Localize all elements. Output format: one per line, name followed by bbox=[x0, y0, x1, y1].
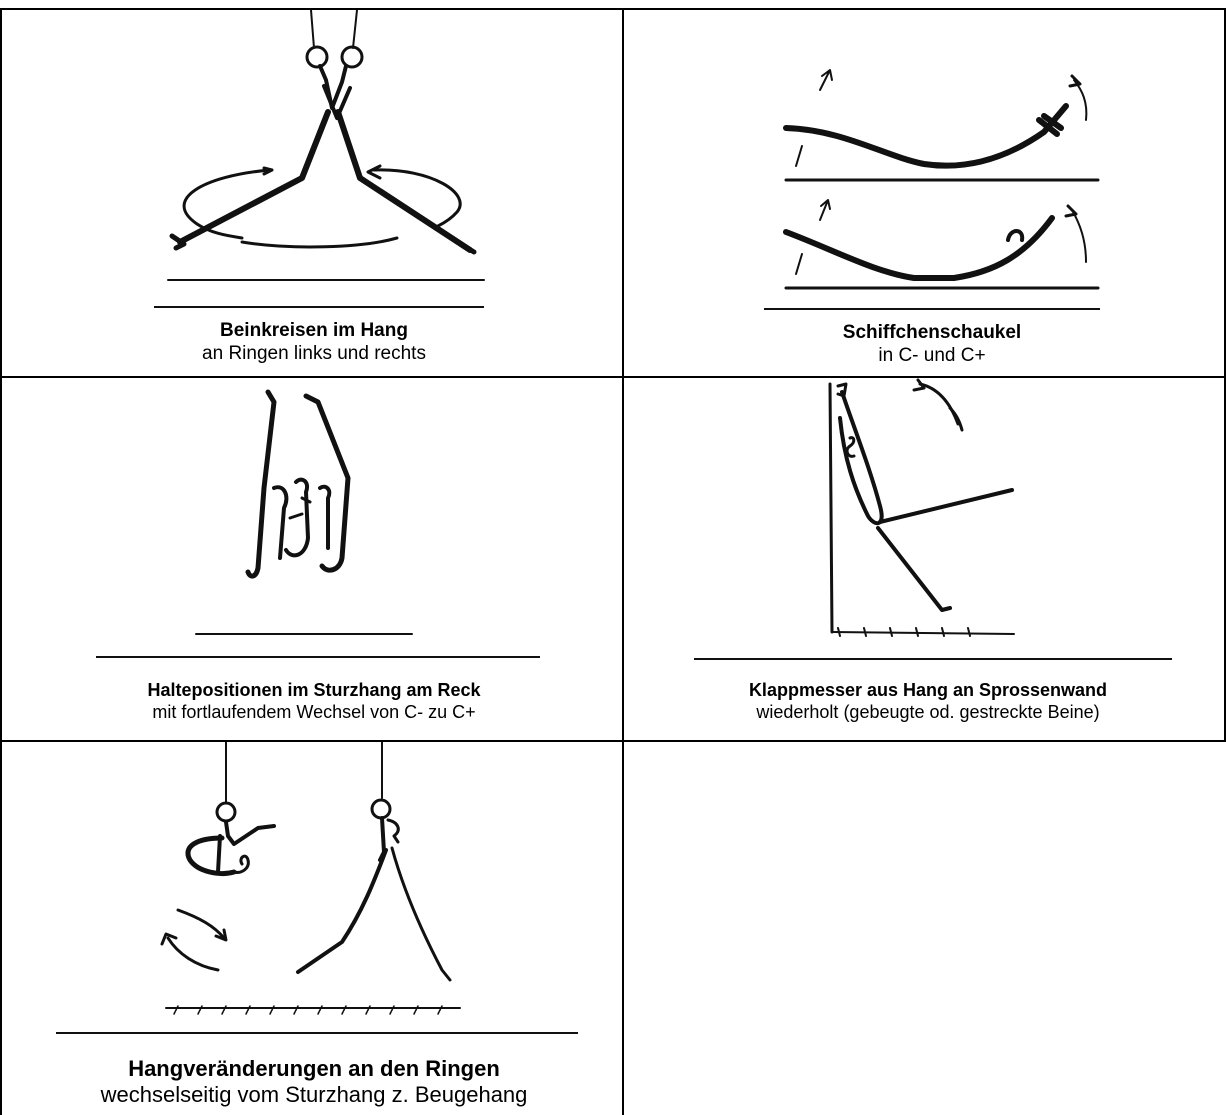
exercise-cell-jackknife: Klappmesser aus Hang an Sprossenwand wie… bbox=[622, 376, 1226, 742]
exercise-cell-leg-circles: Beinkreisen im Hang an Ringen links und … bbox=[0, 8, 624, 378]
exercise-title: Schiffchenschaukel bbox=[732, 322, 1132, 345]
caption-rule bbox=[56, 1032, 578, 1034]
exercise-subtitle: mit fortlaufendem Wechsel von C- zu C+ bbox=[64, 702, 564, 724]
exercise-title: Klappmesser aus Hang an Sprossenwand bbox=[678, 680, 1178, 702]
jackknife-wallbar-sketch bbox=[624, 378, 1224, 648]
exercise-caption: Haltepositionen im Sturzhang am Reck mit… bbox=[64, 680, 564, 723]
caption-rule bbox=[764, 308, 1100, 310]
exercise-caption: Hangveränderungen an den Ringen wechsels… bbox=[42, 1056, 586, 1109]
inverted-hang-sketch bbox=[2, 378, 622, 648]
exercise-caption: Klappmesser aus Hang an Sprossenwand wie… bbox=[678, 680, 1178, 723]
exercise-cell-ring-hang-change: Hangveränderungen an den Ringen wechsels… bbox=[0, 740, 624, 1115]
exercise-title: Hangveränderungen an den Ringen bbox=[42, 1056, 586, 1082]
exercise-subtitle: wiederholt (gebeugte od. gestreckte Bein… bbox=[678, 702, 1178, 724]
exercise-subtitle: an Ringen links und rechts bbox=[114, 343, 514, 366]
caption-rule bbox=[96, 656, 540, 658]
boat-rock-sketch bbox=[624, 10, 1224, 310]
caption-rule bbox=[694, 658, 1172, 660]
exercise-subtitle: wechselseitig vom Sturzhang z. Beugehang bbox=[42, 1082, 586, 1108]
caption-rule bbox=[154, 306, 484, 308]
exercise-subtitle: in C- und C+ bbox=[732, 345, 1132, 368]
exercise-cell-inverted-hang: Haltepositionen im Sturzhang am Reck mit… bbox=[0, 376, 624, 742]
exercise-title: Beinkreisen im Hang bbox=[114, 320, 514, 343]
exercise-cell-boat-rock: Schiffchenschaukel in C- und C+ bbox=[622, 8, 1226, 378]
exercise-title: Haltepositionen im Sturzhang am Reck bbox=[64, 680, 564, 702]
exercise-caption: Schiffchenschaukel in C- und C+ bbox=[732, 322, 1132, 368]
exercise-caption: Beinkreisen im Hang an Ringen links und … bbox=[114, 320, 514, 366]
ring-hang-change-sketch bbox=[2, 742, 622, 1032]
ring-leg-circles-sketch bbox=[2, 10, 622, 310]
